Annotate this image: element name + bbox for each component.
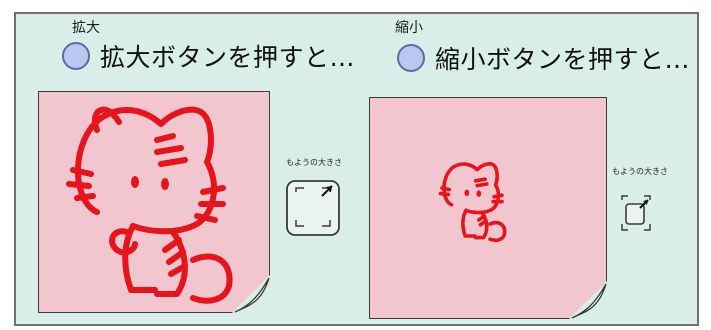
cat-illustration	[438, 162, 507, 243]
reduce-title: 縮小ボタンを押すと…	[397, 40, 690, 76]
reduce-pattern-size-label: もようの大きさ	[612, 167, 668, 176]
pattern-size-icon	[286, 180, 340, 236]
cat-illustration	[66, 106, 233, 304]
enlarge-small-label: 拡大	[72, 20, 100, 36]
reduce-small-label: 縮小	[395, 20, 423, 36]
reduce-title-text: 縮小ボタンを押すと…	[435, 45, 691, 74]
enlarge-pattern-size-label: もようの大きさ	[286, 158, 342, 167]
page-curl-icon	[568, 280, 608, 320]
illustration-frame: 拡大 拡大ボタンを押すと…	[14, 12, 699, 326]
page-curl-icon	[231, 274, 271, 314]
enlarge-title: 拡大ボタンを押すと…	[62, 38, 355, 74]
pattern-size-icon	[621, 195, 651, 231]
circle-button-icon	[397, 44, 425, 72]
circle-button-icon	[62, 42, 90, 70]
enlarge-title-text: 拡大ボタンを押すと…	[100, 43, 356, 72]
enlarged-pattern-paper	[38, 91, 271, 314]
reduced-pattern-paper	[369, 97, 608, 320]
